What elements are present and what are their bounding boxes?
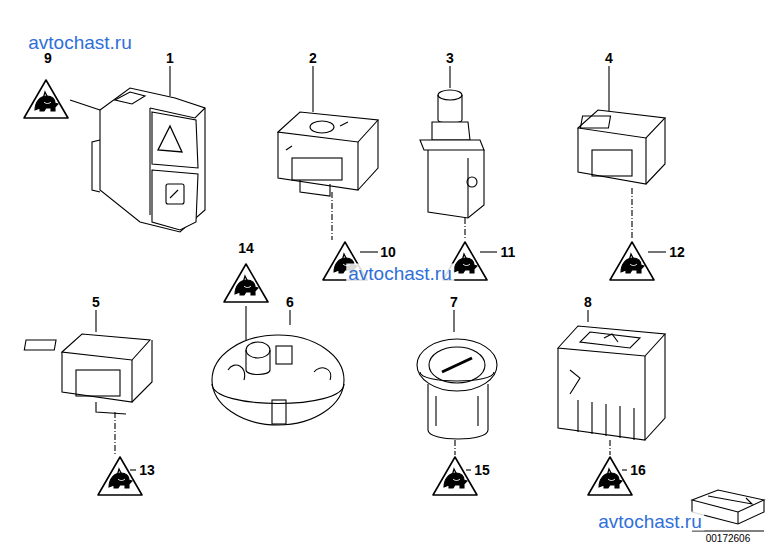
callout-number: 4 — [605, 51, 613, 65]
callout-number: 1 — [166, 51, 174, 65]
watermark: avtochast.ru — [26, 33, 134, 52]
callout-number: 15 — [474, 463, 490, 477]
callout-number: 2 — [309, 51, 317, 65]
watermark: avtochast.ru — [346, 264, 454, 283]
drawing-number: 00172606 — [706, 534, 751, 544]
callout-number: 12 — [669, 245, 685, 259]
callout-number: 5 — [92, 295, 100, 309]
callout-number: 9 — [44, 51, 52, 65]
watermark: avtochast.ru — [596, 512, 704, 531]
callout-number: 6 — [286, 295, 294, 309]
callout-number: 8 — [584, 295, 592, 309]
callout-number: 10 — [380, 245, 396, 259]
callout-number: 11 — [501, 245, 516, 259]
callout-number: 7 — [450, 295, 458, 309]
callout-number: 16 — [630, 463, 646, 477]
callout-number: 14 — [238, 241, 254, 255]
callout-number: 13 — [139, 463, 155, 477]
callout-number: 3 — [446, 51, 454, 65]
